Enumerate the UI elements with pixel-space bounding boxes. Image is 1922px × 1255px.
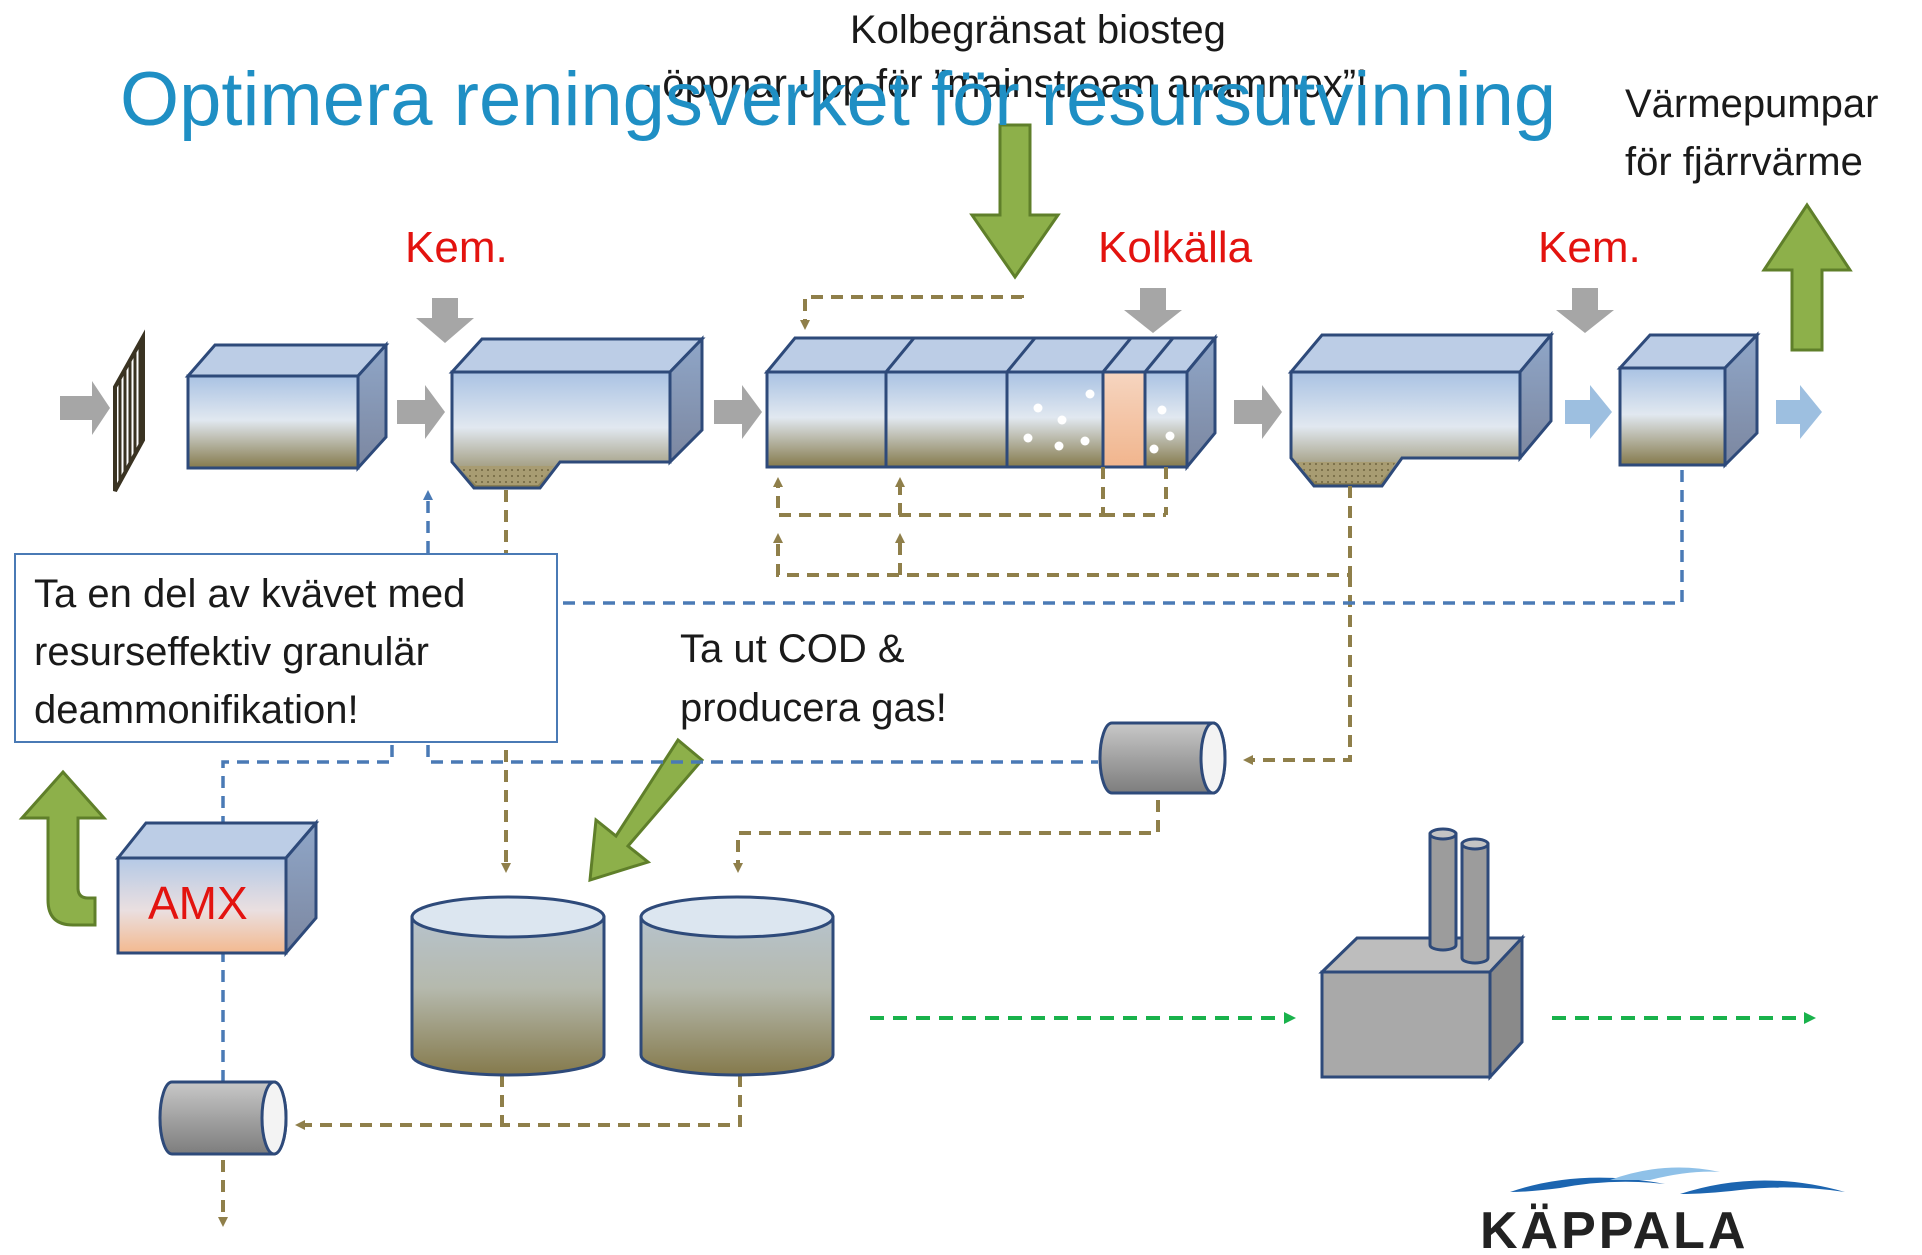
cod-note-line-1: Ta ut COD & xyxy=(680,627,905,671)
callout-line-1: Ta en del av kvävet med xyxy=(34,572,466,616)
digester-icon xyxy=(410,895,606,1077)
chemical-dosing-arrow-icon xyxy=(416,298,474,343)
digester-icon xyxy=(639,895,835,1077)
cod-note-line-2: producera gas! xyxy=(680,686,947,730)
callout-line-3: deammonifikation! xyxy=(34,688,359,732)
factory-icon xyxy=(1318,827,1526,1081)
heat-pump-note-line-1: Värmepumpar xyxy=(1625,82,1879,126)
tank-icon xyxy=(1616,331,1761,469)
green-curved-arrow-icon xyxy=(18,769,108,927)
tank-icon xyxy=(1287,330,1555,488)
flow-arrow-icon xyxy=(1234,385,1282,439)
chemical-label: Kem. xyxy=(1538,223,1641,272)
deammonification-callout: Ta en del av kvävet med resurseffektiv g… xyxy=(14,553,558,743)
chemical-label: Kem. xyxy=(405,223,508,272)
flow-arrow-icon xyxy=(397,385,445,439)
green-down-arrow-icon xyxy=(969,123,1061,280)
carbon-source-label: Kolkälla xyxy=(1098,223,1253,272)
dewatering-cylinder-icon xyxy=(1098,721,1227,795)
bio-reactor-icon xyxy=(763,333,1219,472)
top-note-line-2: - öppnar upp för ”mainstream anammox”! xyxy=(638,62,1368,106)
chemical-dosing-arrow-icon xyxy=(1556,288,1614,333)
light-flow-arrow-icon xyxy=(1565,385,1612,439)
outlet-arrow-icon xyxy=(1776,385,1822,439)
green-up-arrow-icon xyxy=(1761,202,1853,352)
reject-water-lines xyxy=(221,470,1684,1082)
green-diagonal-arrow-icon xyxy=(588,737,705,883)
flow-arrow-icon xyxy=(714,385,762,439)
page-title: Optimera reningsverket för resursutvinni… xyxy=(120,57,1557,142)
inlet-arrow-icon xyxy=(60,381,110,435)
bar-screen-icon xyxy=(113,329,145,492)
amx-tank-icon xyxy=(114,818,320,958)
callout-line-2: resurseffektiv granulär xyxy=(34,630,429,674)
logo-text: KÄPPALA xyxy=(1480,1202,1749,1255)
amx-label: AMX xyxy=(148,877,248,929)
heat-pump-note-line-2: för fjärrvärme xyxy=(1625,140,1863,184)
carbon-dosing-arrow-icon xyxy=(1124,288,1182,333)
logo-icon xyxy=(1510,1167,1845,1194)
top-note-line-1: Kolbegränsat biosteg xyxy=(850,8,1226,52)
dewatering-cylinder-icon xyxy=(158,1080,288,1156)
tank-icon xyxy=(448,335,706,490)
tank-icon xyxy=(184,341,390,472)
